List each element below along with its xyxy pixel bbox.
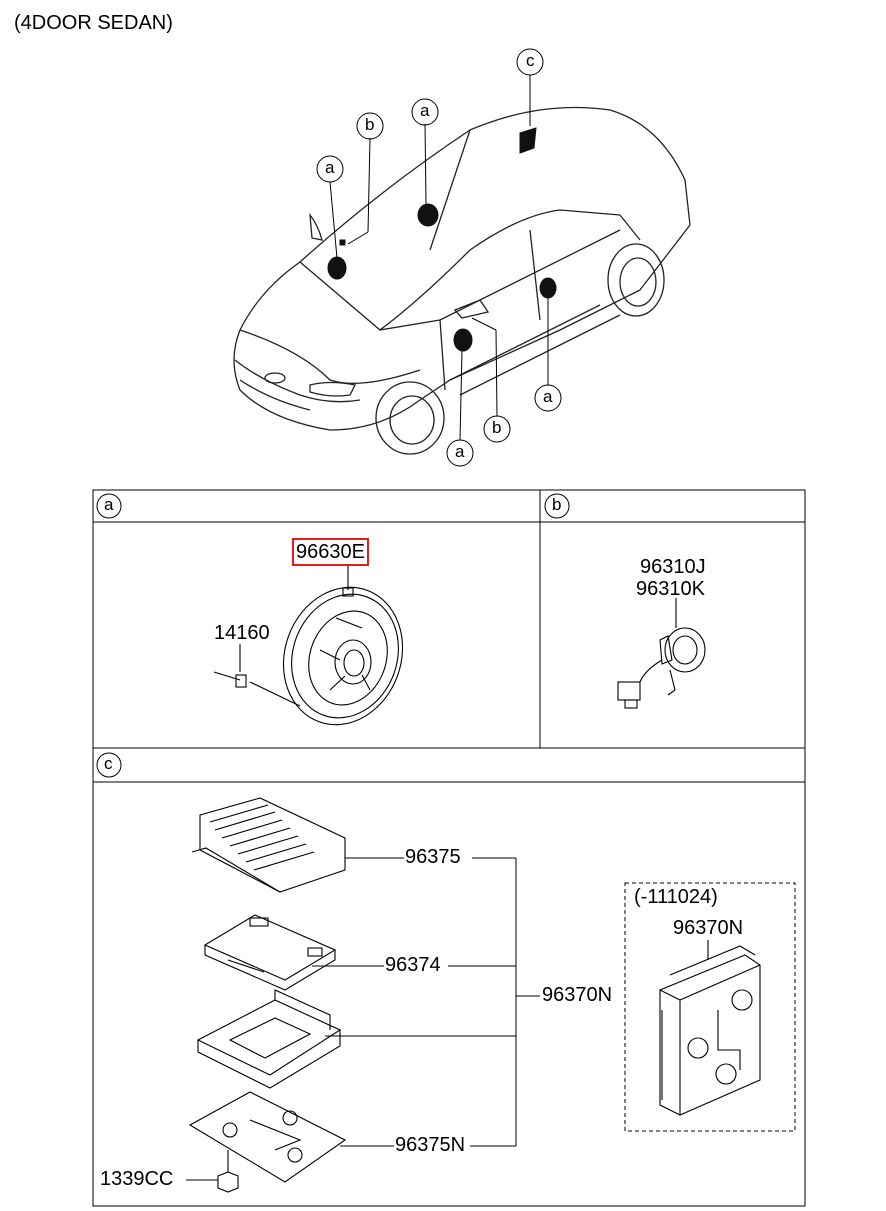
car-illustration: [233, 106, 691, 455]
alt-part-box: [624, 882, 796, 1132]
callout-b-1: b: [365, 115, 375, 134]
part-number-96374[interactable]: 96374: [385, 954, 441, 976]
callout-a-4: a: [543, 387, 553, 406]
speaker-drawing: [213, 565, 404, 726]
tweeter-drawing: [617, 598, 706, 709]
alt-part-range: (-111024): [634, 886, 718, 908]
callout-a-2: a: [420, 101, 430, 120]
assembly-bracket: [448, 857, 540, 1147]
callout-circles: [316, 48, 562, 467]
section-c-label: c: [104, 754, 113, 773]
section-frames: [92, 489, 806, 1207]
amp-frame-drawing: [196, 989, 516, 1089]
alt-amp-drawing: [659, 940, 761, 1116]
callout-a-3: a: [455, 442, 465, 461]
part-number-96630E[interactable]: 96630E: [292, 538, 369, 566]
callout-c-1: c: [526, 51, 535, 70]
part-number-96375N[interactable]: 96375N: [395, 1134, 466, 1156]
part-number-96370N[interactable]: 96370N: [542, 984, 613, 1006]
page-title: (4DOOR SEDAN): [14, 12, 173, 34]
section-a-label: a: [104, 495, 114, 514]
section-b-label: b: [552, 495, 562, 514]
callout-leaders: [329, 75, 549, 441]
part-number-96370N-alt[interactable]: 96370N: [673, 917, 744, 939]
part-number-1339CC[interactable]: 1339CC: [100, 1168, 174, 1190]
part-number-96310J[interactable]: 96310J: [640, 556, 706, 578]
amp-bracket-drawing: [186, 1091, 394, 1193]
callout-b-2: b: [492, 418, 502, 437]
callout-a-1: a: [325, 158, 335, 177]
part-number-96310K[interactable]: 96310K: [636, 578, 705, 600]
part-number-96375[interactable]: 96375: [405, 846, 461, 868]
part-number-14160[interactable]: 14160: [214, 622, 270, 644]
speaker-locations: [327, 127, 557, 352]
amp-cover-drawing: [191, 797, 404, 893]
amp-board-drawing: [203, 914, 384, 991]
